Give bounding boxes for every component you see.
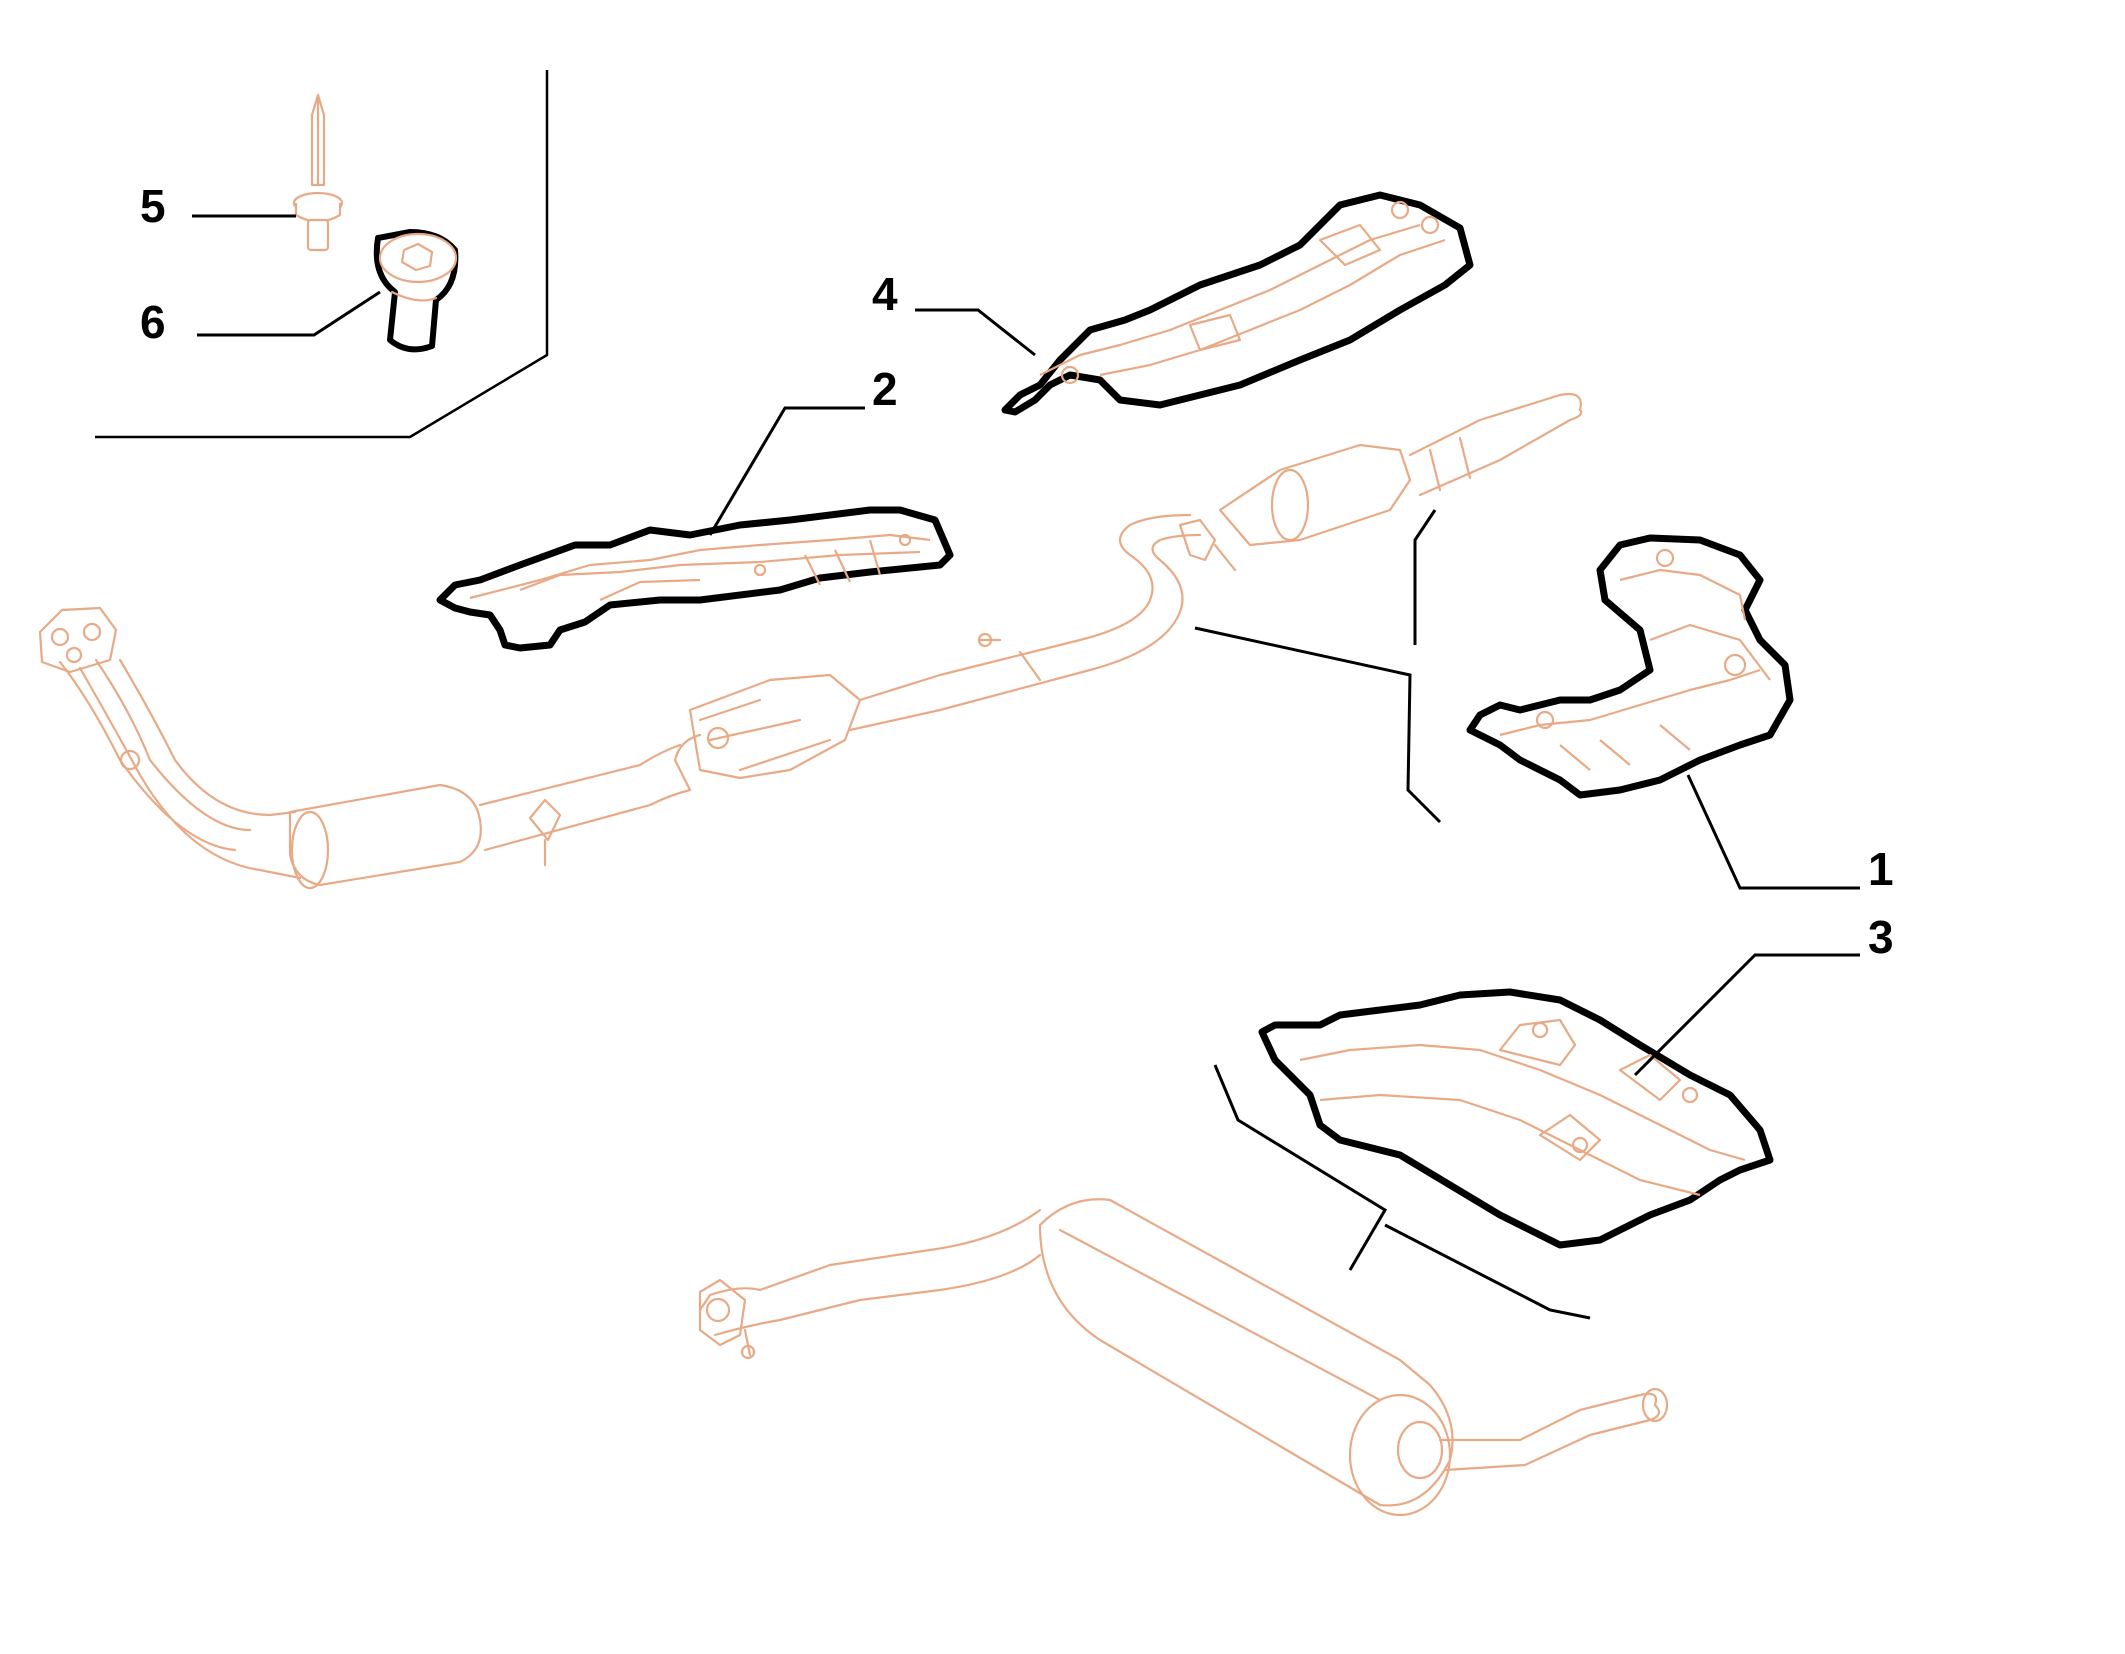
pointer-shield-3 [1213,1064,1388,1271]
callout-3: 3 [1868,911,1894,963]
heat-shield-part-2 [436,506,954,652]
heat-shield-part-4 [1001,191,1474,416]
pointer-shield-1-lower [1194,626,1442,824]
callout-6: 6 [140,296,166,348]
grommet-part-6 [373,229,459,353]
heat-shield-part-3 [1258,988,1774,1249]
leader-line-1 [1686,774,1860,890]
leader-line-3 [1633,953,1860,1077]
heat-shield-part-1 [1466,534,1794,799]
fastener-inset [95,70,549,439]
push-pin-part-5 [292,93,344,252]
assembly-pointers [1194,509,1591,1320]
exhaust-pipe-assembly [38,392,1583,890]
rear-silencer [698,1198,1669,1517]
pointer-shield-1 [1413,509,1437,645]
callout-2: 2 [872,363,898,415]
callout-1: 1 [1868,843,1894,895]
leader-line-2 [708,406,865,536]
leader-line-6 [197,290,381,337]
callout-4: 4 [872,268,898,320]
leader-line-4 [915,308,1036,357]
pointer-shield-3-lower [1384,1223,1591,1320]
inset-frame [95,70,549,439]
callout-5: 5 [140,180,166,232]
